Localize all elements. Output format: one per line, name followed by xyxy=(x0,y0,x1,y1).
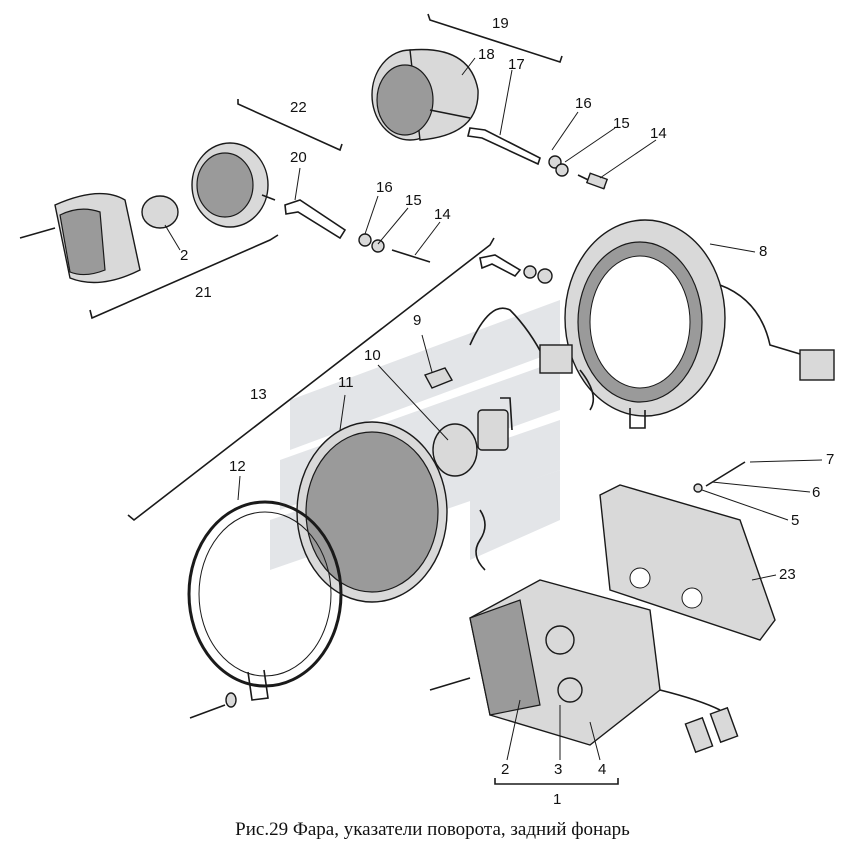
rear-turn-signal-19 xyxy=(371,48,479,141)
callout-7: 7 xyxy=(826,451,835,468)
housing-bolt xyxy=(479,254,553,284)
callout-14b: 14 xyxy=(434,206,451,223)
leader-lines xyxy=(164,57,823,761)
callout-11: 11 xyxy=(338,374,354,391)
headlight-bulb-10 xyxy=(432,397,513,477)
callout-17: 17 xyxy=(508,56,525,73)
callout-12: 12 xyxy=(229,458,246,475)
callout-13: 13 xyxy=(250,386,267,403)
callout-8: 8 xyxy=(759,243,768,260)
tail-light-bracket-23 xyxy=(599,461,776,641)
callout-22: 22 xyxy=(290,99,307,116)
bulb-wiring xyxy=(469,307,595,411)
callout-16b: 16 xyxy=(376,179,393,196)
callout-23: 23 xyxy=(779,566,796,583)
front-turn-signal-lens-21 xyxy=(19,192,179,284)
callout-1: 1 xyxy=(553,791,562,808)
group-brackets xyxy=(89,13,619,785)
callout-16a: 16 xyxy=(575,95,592,112)
parking-bulb-9 xyxy=(423,367,454,389)
bolt-17 xyxy=(467,127,609,190)
callout-2-turn: 2 xyxy=(180,247,189,264)
callout-3: 3 xyxy=(554,761,563,778)
callout-14a: 14 xyxy=(650,125,667,142)
callout-21: 21 xyxy=(195,284,212,301)
callout-15a: 15 xyxy=(613,115,630,132)
callout-4: 4 xyxy=(598,761,607,778)
figure-caption: Рис.29 Фара, указатели поворота, задний … xyxy=(235,819,630,840)
callout-18: 18 xyxy=(478,46,495,63)
callout-5: 5 xyxy=(791,512,800,529)
callout-10: 10 xyxy=(364,347,381,364)
callout-9: 9 xyxy=(413,312,422,329)
headlight-housing-8 xyxy=(564,219,835,429)
bolt-20 xyxy=(284,199,431,263)
callout-6: 6 xyxy=(812,484,821,501)
callout-19: 19 xyxy=(492,15,509,32)
headlight-rim-12 xyxy=(187,500,343,719)
callout-2-tail: 2 xyxy=(501,761,510,778)
tail-light-1 xyxy=(429,579,739,754)
front-turn-signal-22 xyxy=(191,142,276,228)
callout-15b: 15 xyxy=(405,192,422,209)
callout-20: 20 xyxy=(290,149,307,166)
